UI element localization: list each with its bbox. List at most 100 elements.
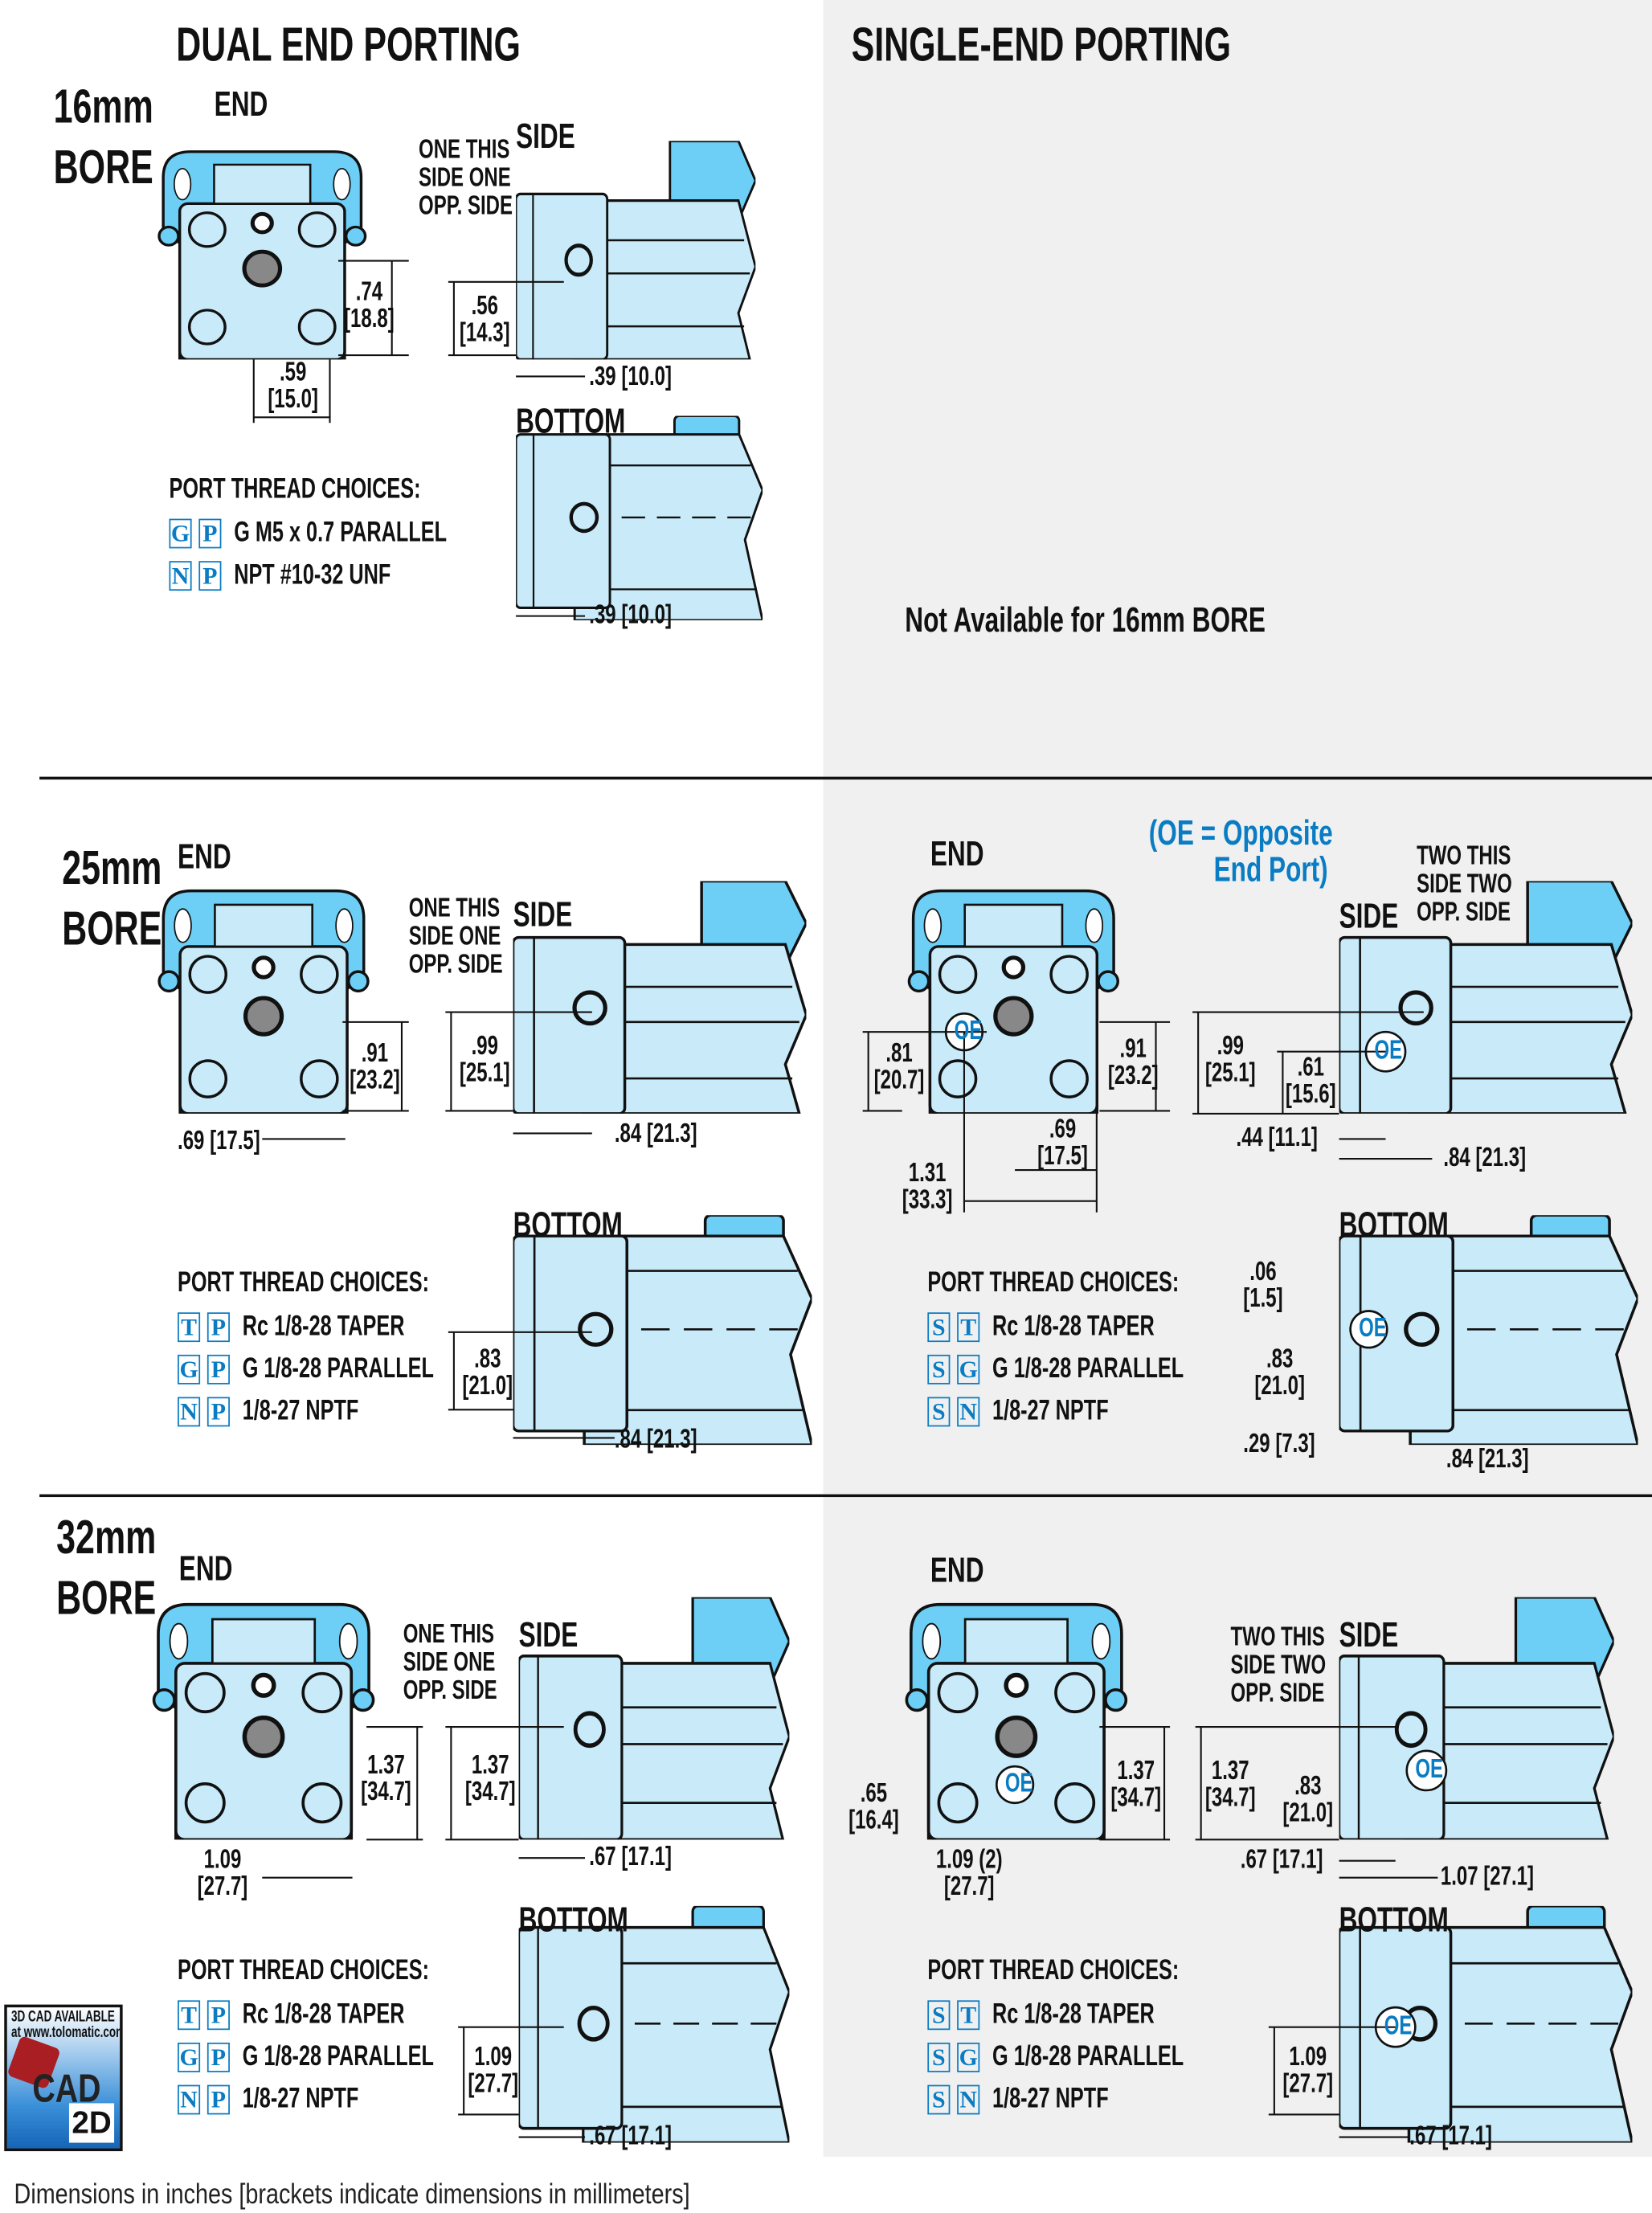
- bore32-single-port-thread-heading: PORT THREAD CHOICES:: [927, 1955, 1180, 1986]
- bore25-single-dim-bottom-off: .06[1.5]: [1243, 1257, 1283, 1315]
- bore25-single-dim-side-h: .99[25.1]: [1204, 1032, 1256, 1089]
- bore16-bore-label: BORE: [53, 141, 153, 195]
- bore32-single-dim-bottom-w: .67 [17.1]: [1409, 2121, 1493, 2152]
- cad-badge-cad: CAD: [32, 2066, 101, 2111]
- bore16-port-thread-heading: PORT THREAD CHOICES:: [169, 473, 421, 505]
- bore25-dual-port-thread-heading: PORT THREAD CHOICES:: [178, 1267, 430, 1299]
- bore16-size: 16mm: [53, 80, 153, 134]
- bore32-single-dim-side-w: 1.07 [27.1]: [1440, 1862, 1534, 1892]
- bore32-single-dim-side-oe-w: .67 [17.1]: [1240, 1845, 1323, 1876]
- single-end-porting-heading: SINGLE-END PORTING: [851, 18, 1232, 72]
- bore32-single-end-view: [906, 1605, 1126, 1840]
- bore16-dim-side-w: .39 [10.0]: [589, 362, 673, 392]
- bore16-end-view: [159, 152, 366, 360]
- bore25-single-end-view: [909, 891, 1118, 1114]
- divider-16-25: [39, 776, 1652, 780]
- bore25-dual-bottom-view: [513, 1215, 812, 1445]
- bore16-side-view: [516, 141, 755, 359]
- bore25-dual-dim-end-w: .69 [17.5]: [178, 1126, 260, 1156]
- bore25-dual-dim-bottom-w: .84 [21.3]: [614, 1425, 697, 1455]
- bore16-dim-side-h: .56[14.3]: [459, 292, 510, 349]
- bore32-dual-side-label: SIDE: [518, 1615, 579, 1655]
- oe-label: OE: [1004, 1769, 1033, 1799]
- oe-label: OE: [954, 1016, 983, 1046]
- oe-label: OE: [1374, 1036, 1403, 1066]
- bore25-single-dim-bottom-oe-w: .29 [7.3]: [1243, 1429, 1315, 1459]
- bore32-dual-dim-side-h: 1.37[34.7]: [464, 1750, 516, 1808]
- bore32-single-end-label: END: [930, 1550, 984, 1590]
- bore32-dual-dim-bottom-h: 1.09[27.7]: [468, 2042, 519, 2100]
- bore16-dim-end-h: .74[18.8]: [344, 277, 395, 334]
- bore16-dim-bottom-w: .39 [10.0]: [589, 600, 673, 631]
- bore32-dual-end-view: [154, 1605, 374, 1840]
- bore16-not-available: Not Available for 16mm BORE: [905, 600, 1266, 640]
- bore16-end-label: END: [214, 84, 268, 125]
- bore25-single-dim-side-w: .84 [21.3]: [1443, 1143, 1527, 1173]
- bore32-dual-port-thread-heading: PORT THREAD CHOICES:: [178, 1955, 430, 1986]
- bore32-single-bottom-label: BOTTOM: [1339, 1900, 1449, 1940]
- oe-label: OE: [1384, 2011, 1413, 2042]
- bore32-dual-dim-end-w: 1.09[27.7]: [197, 1845, 248, 1902]
- divider-25-32: [39, 1494, 1652, 1498]
- bore32-size: 32mm: [56, 1511, 157, 1565]
- bore32-single-side-label: SIDE: [1339, 1615, 1399, 1655]
- bore32-dual-dim-side-w: .67 [17.1]: [589, 1842, 673, 1872]
- bore25-dual-end-label: END: [178, 837, 231, 877]
- bore16-dim-end-w: .59[15.0]: [268, 358, 319, 415]
- bore25-single-end-label: END: [930, 834, 984, 874]
- bore32-dual-bottom-view: [519, 1906, 790, 2143]
- dimension-lines: [252, 260, 1438, 2138]
- dual-end-porting-heading: DUAL END PORTING: [176, 18, 521, 72]
- bore32-single-dim-end-w: 1.09 (2)[27.7]: [935, 1845, 1003, 1902]
- bore32-single-dim-side-h: 1.37[34.7]: [1204, 1756, 1256, 1814]
- bore25-dual-dim-end-h: .91[23.2]: [350, 1038, 400, 1096]
- bore25-single-dim-end-h: .91[23.2]: [1107, 1034, 1159, 1091]
- bore25-dual-end-view: [159, 891, 368, 1114]
- bore16-bottom-view: [516, 416, 763, 620]
- bore25-bore-label: BORE: [62, 902, 162, 956]
- oe-markers: [944, 1012, 1448, 2048]
- bore25-size: 25mm: [62, 841, 162, 895]
- oe-label: OE: [1415, 1755, 1443, 1785]
- bore25-single-bottom-label: BOTTOM: [1339, 1205, 1449, 1246]
- bore25-single-side-label: SIDE: [1339, 896, 1399, 936]
- bore16-bottom-label: BOTTOM: [516, 401, 626, 442]
- bore25-dual-bottom-label: BOTTOM: [513, 1205, 623, 1246]
- bore25-single-dim-side-oe-h: .61[15.6]: [1285, 1053, 1336, 1110]
- bore25-single-dim-end-w: .69[17.5]: [1037, 1115, 1088, 1172]
- bore32-single-dim-bottom-h: 1.09[27.7]: [1282, 2042, 1334, 2100]
- bore16-side-label: SIDE: [516, 117, 575, 157]
- cad-badge-2d: 2D: [68, 2103, 115, 2143]
- bore32-dual-end-label: END: [178, 1548, 233, 1589]
- bore32-single-dim-side-oe-h: .83[21.0]: [1282, 1772, 1334, 1829]
- bore32-dual-dim-bottom-w: .67 [17.1]: [589, 2121, 673, 2152]
- bore25-single-port-thread-heading: PORT THREAD CHOICES:: [927, 1267, 1180, 1299]
- bore32-dual-bottom-label: BOTTOM: [518, 1900, 628, 1940]
- bore25-single-dim-end-oe-h: .81[20.7]: [873, 1038, 925, 1096]
- bore32-single-dim-end-h: 1.37[34.7]: [1110, 1756, 1162, 1814]
- bore32-bore-label: BORE: [56, 1572, 157, 1626]
- bore25-dual-dim-bottom-h: .83[21.0]: [462, 1344, 513, 1401]
